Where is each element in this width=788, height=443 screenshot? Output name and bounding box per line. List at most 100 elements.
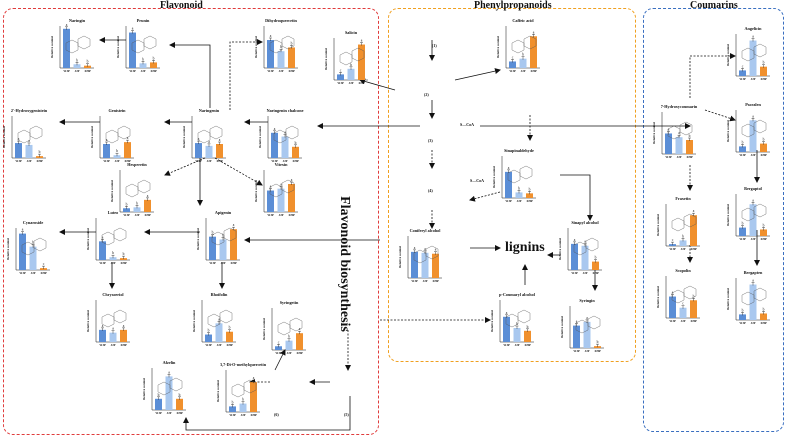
group-label: WJP <box>669 247 676 251</box>
group-label: JJP <box>75 69 80 73</box>
group-label: JJP <box>751 237 756 241</box>
group-label: WJP <box>571 271 578 275</box>
structure-ring <box>671 217 685 232</box>
bar-wjp <box>63 28 70 68</box>
significance-letter: c <box>682 302 684 306</box>
bar-xhp <box>358 44 365 80</box>
group-label: JJP <box>681 319 686 323</box>
group-label: XHP <box>594 349 601 353</box>
structure-ring <box>679 121 693 136</box>
group-label: WJP <box>505 199 512 203</box>
significance-letter: b <box>39 150 41 154</box>
significance-letter: b <box>522 53 524 57</box>
group-label: XHP <box>124 159 131 163</box>
bar-xhp <box>144 199 151 212</box>
structure-ring <box>741 47 755 62</box>
group-label: JJP <box>221 261 226 265</box>
bar-jjp <box>139 63 147 68</box>
significance-letter: a <box>752 114 754 118</box>
compound-number-5: (5) <box>344 412 349 417</box>
chart-title: Hesperetin <box>127 162 147 167</box>
structure-ring <box>585 237 599 252</box>
axis-label: Relative content <box>656 213 660 236</box>
structure-ring <box>137 179 151 194</box>
significance-letter: b <box>742 140 744 144</box>
structure-ring <box>523 35 537 50</box>
structure-ring <box>351 47 365 62</box>
structure-ring <box>33 237 47 252</box>
chart-title: Vitexin <box>275 162 289 167</box>
significance-letter: b <box>76 58 78 62</box>
structure-ring <box>517 309 531 324</box>
bar-wjp <box>267 40 274 68</box>
bar-xhp <box>288 47 295 68</box>
bar-wjp <box>155 398 162 410</box>
group-label: JJP <box>517 199 522 203</box>
arrow-to-afzelin <box>183 396 351 431</box>
group-label: XHP <box>526 199 533 203</box>
bar-xhp <box>690 215 697 246</box>
group-label: XHP <box>176 411 183 415</box>
bar-wjp <box>509 61 516 68</box>
axis-label: Relative content <box>726 287 730 310</box>
axis-label: Relative content <box>6 237 10 260</box>
significance-letter: a <box>280 183 282 187</box>
bar-xhp <box>84 65 91 68</box>
group-label: XHP <box>150 69 157 73</box>
group-label: WJP <box>99 261 106 265</box>
chart-title: Dihydroquercetin <box>265 18 297 23</box>
flavonoid-title: Flavonoid <box>160 0 203 11</box>
structure-ring <box>425 245 439 260</box>
coa-label-1: S—CoA <box>460 122 475 127</box>
significance-letter: b <box>350 63 352 67</box>
significance-letter: a <box>752 279 754 283</box>
significance-letter: b <box>32 241 34 245</box>
group-label: JJP <box>111 343 116 347</box>
bar-wjp <box>19 233 26 270</box>
bar-xhp <box>150 62 157 68</box>
group-label: XHP <box>592 271 599 275</box>
bar-xhp <box>524 330 531 342</box>
significance-letter: b <box>288 335 290 339</box>
bar-jjp <box>515 192 523 198</box>
significance-letter: a <box>424 247 426 251</box>
structure-ring <box>519 165 533 180</box>
structure-ring <box>575 319 589 334</box>
structure-ring <box>753 203 767 218</box>
significance-letter: c <box>672 238 674 242</box>
group-label: JJP <box>115 159 120 163</box>
structure-ring <box>753 43 767 58</box>
bar-jjp <box>205 145 213 158</box>
bar-jjp <box>113 155 121 158</box>
axis-label: Relative content <box>726 43 730 66</box>
compound-number-1: (1) <box>432 43 437 48</box>
structure-ring <box>207 313 221 328</box>
group-label: XHP <box>40 271 47 275</box>
group-label: JJP <box>585 349 590 353</box>
chart-title: Fraxetin <box>675 196 691 201</box>
significance-letter: a <box>102 235 104 239</box>
significance-letter: a <box>233 223 235 227</box>
group-label: WJP <box>99 343 106 347</box>
bar-jjp <box>285 340 293 350</box>
significance-letter: b <box>693 294 695 298</box>
bar-jjp <box>519 58 527 68</box>
bar-jjp <box>679 240 687 246</box>
structure-ring <box>143 35 157 50</box>
bar-wjp <box>739 146 746 152</box>
chart-title: 3,7-Di-O-methylquercetin <box>220 362 267 367</box>
bar-jjp <box>215 323 223 342</box>
significance-letter: a <box>218 317 220 321</box>
group-label: WJP <box>267 213 274 217</box>
group-label: WJP <box>195 159 202 163</box>
